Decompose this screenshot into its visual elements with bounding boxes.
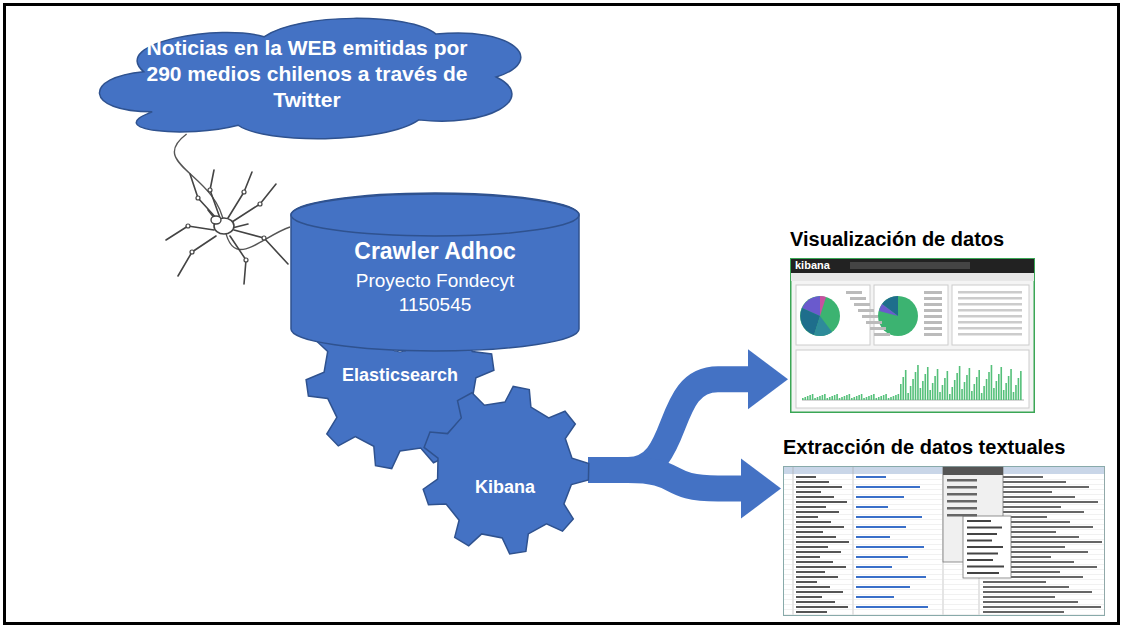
gear-node: Kibana	[420, 385, 590, 555]
cylinder-subtitle: Proyecto Fondecyt 1150545	[335, 269, 535, 317]
gear-label: Elasticsearch	[305, 364, 495, 386]
panel-heading: Visualización de datos	[790, 226, 1040, 252]
dashboard-mockup	[790, 258, 1035, 413]
spider-illustration	[148, 168, 298, 288]
cloud-text: Noticias en la WEB emitidas por 290 medi…	[142, 35, 472, 113]
panel-heading: Extracción de datos textuales	[783, 434, 1108, 460]
gear-shape	[420, 385, 590, 555]
logo-label: kibana	[795, 259, 830, 272]
connector	[588, 349, 788, 470]
spreadsheet-mockup	[783, 466, 1105, 616]
output-panel: Visualización de datos kibana	[790, 226, 1040, 413]
database-cylinder: Crawler AdhocProyecto Fondecyt 1150545	[290, 193, 580, 351]
source-cloud: Noticias en la WEB emitidas por 290 medi…	[92, 10, 522, 144]
gear-label: Kibana	[420, 476, 590, 498]
dashboard-screenshot: kibana	[790, 258, 1035, 413]
connector	[588, 459, 781, 519]
connector	[174, 134, 290, 250]
table-screenshot	[783, 466, 1105, 616]
cylinder-title: Crawler Adhoc	[305, 237, 565, 265]
output-panel: Extracción de datos textuales	[783, 434, 1108, 616]
